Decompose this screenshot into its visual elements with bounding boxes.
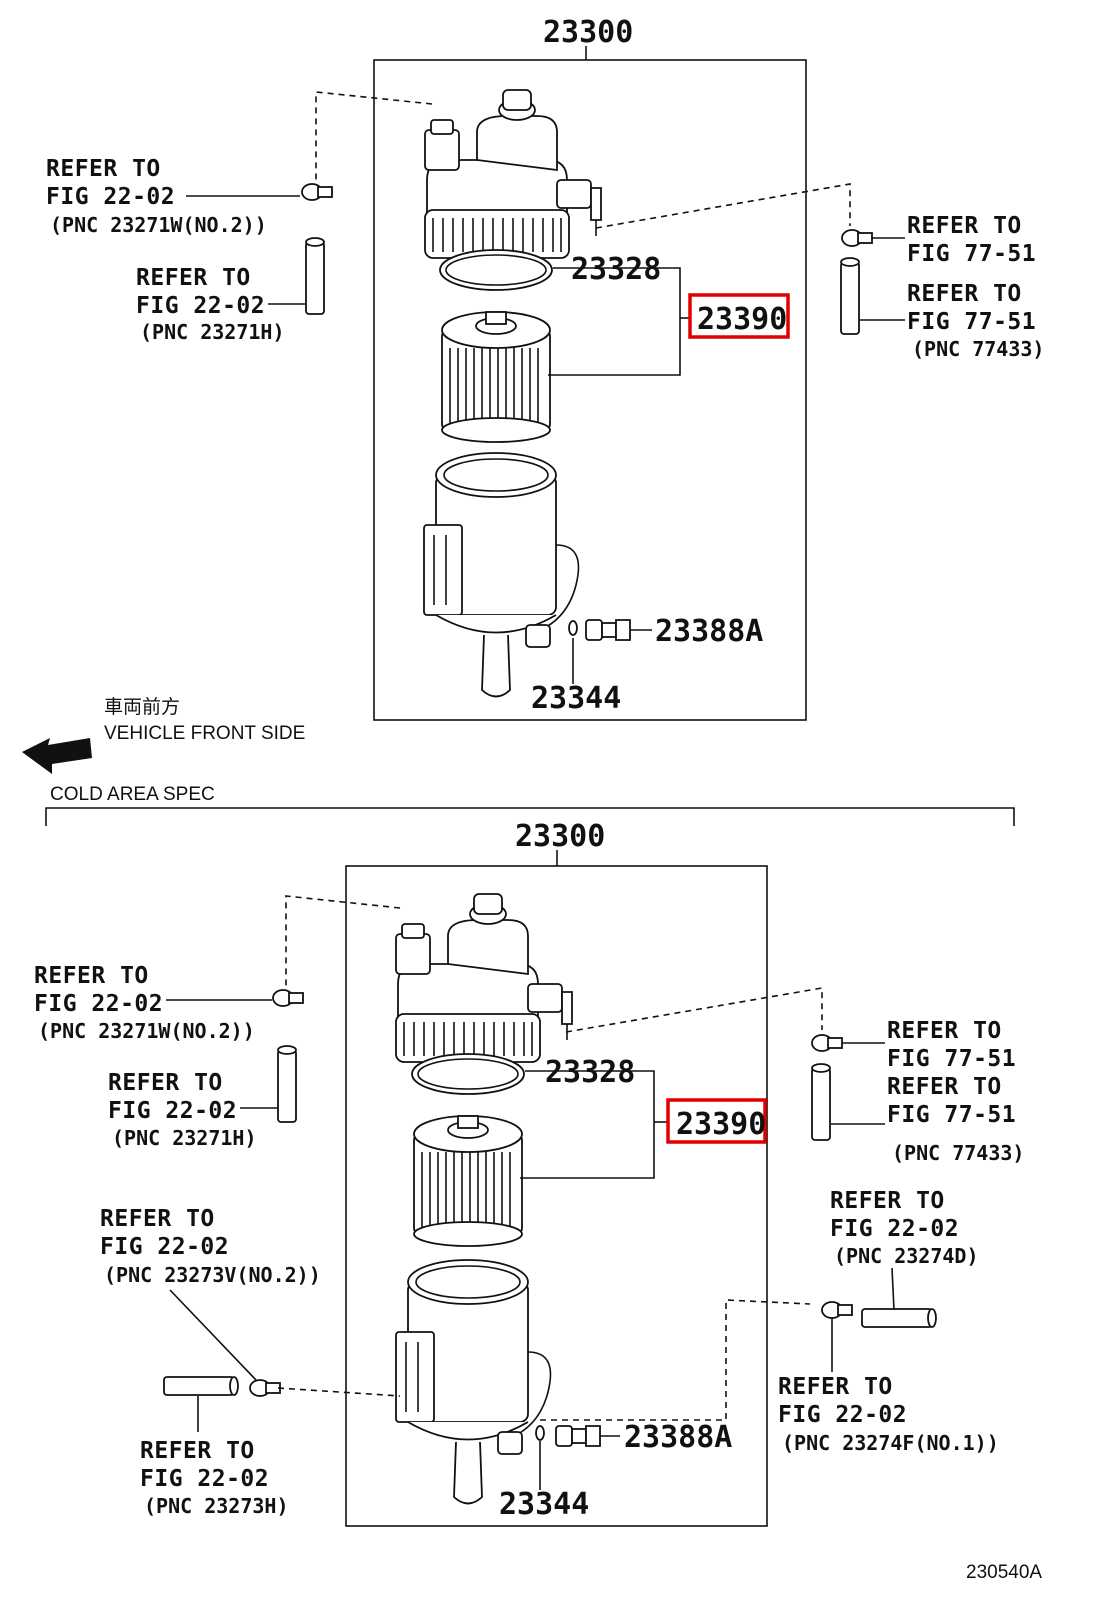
o-ring-number-bottom: 23344 bbox=[499, 1487, 589, 1522]
fig-ref: FIG 22-02 bbox=[100, 1234, 229, 1260]
fig-ref: FIG 22-02 bbox=[778, 1402, 907, 1428]
pnc-ref: (PNC 23271H) bbox=[112, 1126, 257, 1150]
fig-ref: FIG 77-51 bbox=[907, 241, 1036, 267]
pnc-ref: (PNC 77433) bbox=[892, 1141, 1024, 1165]
fig-ref: FIG 22-02 bbox=[108, 1098, 237, 1124]
sensor-drawing bbox=[555, 1425, 601, 1447]
o-ring-drawing bbox=[535, 1425, 545, 1441]
refer-label: REFER TO bbox=[907, 213, 1022, 239]
fig-ref: FIG 77-51 bbox=[907, 309, 1036, 335]
assembly-frame-top bbox=[373, 59, 807, 721]
gasket-drawing bbox=[411, 1053, 525, 1095]
pnc-ref: (PNC 23271H) bbox=[140, 320, 285, 344]
filter-element-drawing bbox=[441, 311, 551, 443]
refer-label: REFER TO bbox=[887, 1018, 1002, 1044]
fig-ref: FIG 22-02 bbox=[830, 1216, 959, 1242]
section-label: COLD AREA SPEC bbox=[50, 784, 215, 805]
figure-code: 230540A bbox=[966, 1562, 1042, 1583]
refer-label: REFER TO bbox=[907, 281, 1022, 307]
sensor-number-bottom: 23388A bbox=[624, 1420, 732, 1455]
fig-ref: FIG 22-02 bbox=[34, 991, 163, 1017]
refer-label: REFER TO bbox=[108, 1070, 223, 1096]
fig-ref: FIG 22-02 bbox=[46, 184, 175, 210]
filter-head-drawing bbox=[424, 89, 602, 259]
sensor-number-top: 23388A bbox=[655, 614, 763, 649]
refer-label: REFER TO bbox=[46, 156, 161, 182]
refer-label: REFER TO bbox=[140, 1438, 255, 1464]
assembly-number-bottom: 23300 bbox=[515, 819, 605, 854]
refer-label: REFER TO bbox=[778, 1374, 893, 1400]
assembly-frame-bottom bbox=[345, 865, 768, 1527]
refer-label: REFER TO bbox=[830, 1188, 945, 1214]
pnc-ref: (PNC 77433) bbox=[912, 337, 1044, 361]
filter-element-drawing bbox=[413, 1115, 523, 1247]
fig-ref: FIG 77-51 bbox=[887, 1046, 1016, 1072]
element-kit-number-bottom: 23390 bbox=[676, 1107, 766, 1142]
filter-bowl-drawing bbox=[423, 452, 580, 698]
fig-ref: FIG 77-51 bbox=[887, 1102, 1016, 1128]
vehicle-front-jp: 車両前方 bbox=[104, 696, 180, 718]
vehicle-front-arrow-icon bbox=[22, 738, 92, 774]
section-bracket bbox=[45, 807, 1015, 826]
top-diagram: 23300 23328 23390 23388A 23344 REFER TO … bbox=[46, 15, 1044, 721]
refer-label: REFER TO bbox=[34, 963, 149, 989]
bottom-diagram: 23300 23328 23390 23388A 23344 bbox=[34, 819, 1024, 1527]
element-kit-number-top: 23390 bbox=[697, 302, 787, 337]
gasket-number-bottom: 23328 bbox=[545, 1055, 635, 1090]
gasket-drawing bbox=[439, 249, 553, 291]
pnc-ref: (PNC 23273H) bbox=[144, 1494, 289, 1518]
vehicle-front-en: VEHICLE FRONT SIDE bbox=[104, 723, 305, 744]
refer-label: REFER TO bbox=[100, 1206, 215, 1232]
pnc-ref: (PNC 23271W(NO.2)) bbox=[50, 213, 267, 237]
o-ring-drawing bbox=[568, 620, 578, 636]
pnc-ref: (PNC 23274D) bbox=[834, 1244, 979, 1268]
pnc-ref: (PNC 23274F(NO.1)) bbox=[782, 1431, 999, 1455]
o-ring-number-top: 23344 bbox=[531, 681, 621, 716]
refer-label: REFER TO bbox=[887, 1074, 1002, 1100]
gasket-number-top: 23328 bbox=[571, 252, 661, 287]
filter-bowl-drawing bbox=[395, 1259, 552, 1505]
assembly-number-top: 23300 bbox=[543, 15, 633, 50]
highlight-box-top bbox=[688, 293, 790, 339]
pnc-ref: (PNC 23271W(NO.2)) bbox=[38, 1019, 255, 1043]
highlight-box-bottom bbox=[666, 1098, 767, 1144]
fig-ref: FIG 22-02 bbox=[140, 1466, 269, 1492]
filter-head-drawing bbox=[395, 893, 573, 1063]
sensor-drawing bbox=[585, 619, 631, 641]
fig-ref: FIG 22-02 bbox=[136, 293, 265, 319]
pnc-ref: (PNC 23273V(NO.2)) bbox=[104, 1263, 321, 1287]
refer-label: REFER TO bbox=[136, 265, 251, 291]
